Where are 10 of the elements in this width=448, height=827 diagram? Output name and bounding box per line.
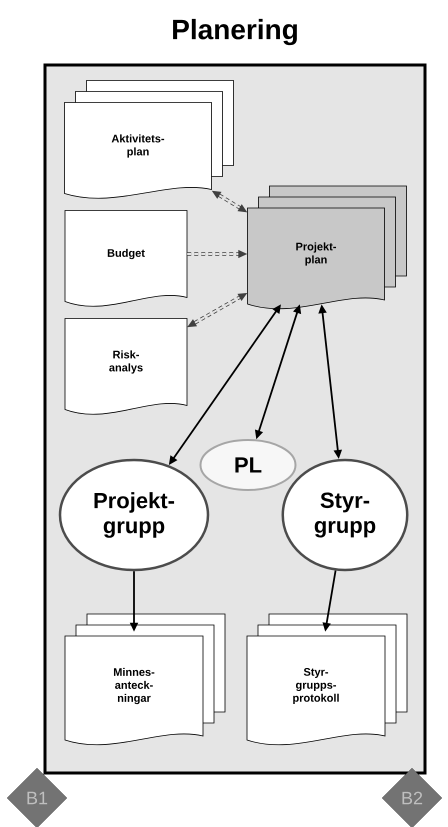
document-stack: Styr- grupps- protokoll xyxy=(246,614,408,746)
ellipse-node: PL xyxy=(200,439,296,491)
ellipse-node: Styr- grupp xyxy=(282,458,408,572)
document: Budget xyxy=(64,210,188,307)
document-stack: Minnes- anteck- ningar xyxy=(64,614,226,746)
document-stack: Projekt- plan xyxy=(247,186,407,310)
document: Risk- analys xyxy=(64,318,188,415)
ellipse-node: Projekt- grupp xyxy=(58,458,210,572)
document-stack: Aktivitets- plan xyxy=(64,80,234,199)
title: Planering xyxy=(173,18,297,46)
